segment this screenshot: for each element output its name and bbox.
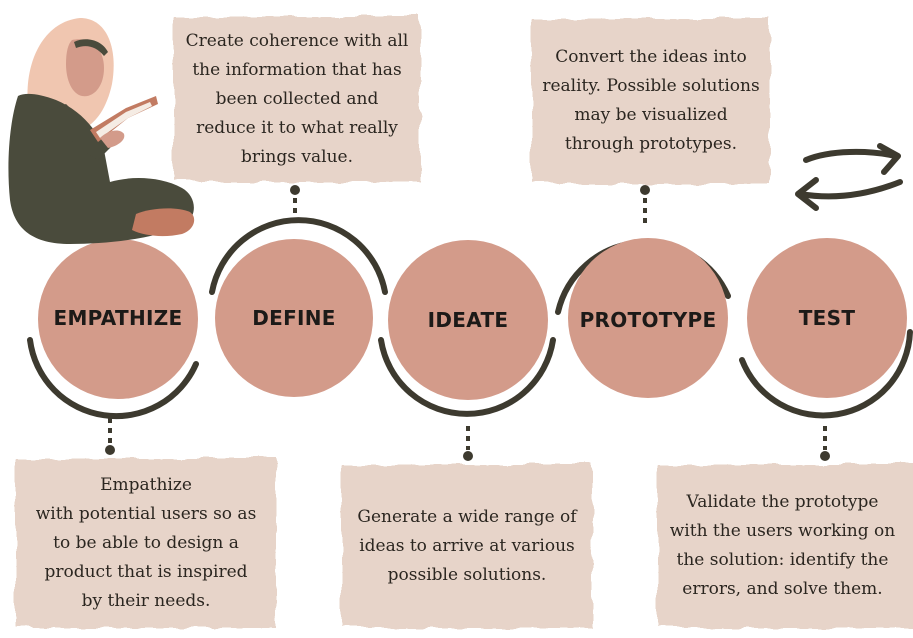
note-define: Create coherence with all the informatio… (168, 10, 426, 188)
circle-define (215, 239, 373, 397)
dress (8, 93, 194, 244)
label-empathize: EMPATHIZE (53, 306, 183, 330)
book-pages (96, 102, 152, 138)
circle-test (747, 238, 907, 398)
note-test: Validate the prototype with the users wo… (652, 458, 913, 634)
arrow-right-head (877, 143, 901, 175)
cycle-arrows-icon (795, 143, 903, 211)
label-test: TEST (798, 306, 856, 330)
arc-ideate (378, 337, 556, 417)
note-test-text: Validate the prototype with the users wo… (669, 492, 896, 599)
dotted-connectors (105, 185, 830, 461)
headband (74, 39, 108, 56)
arc-test (739, 329, 913, 419)
label-define: DEFINE (252, 306, 336, 330)
arrow-left-head (795, 177, 819, 211)
connector-prototype (640, 185, 650, 224)
note-empathize-text: Empathize with potential users so as to … (35, 474, 257, 611)
label-ideate: IDEATE (427, 308, 509, 332)
note-define-text: Create coherence with all the informatio… (185, 30, 409, 167)
circle-empathize (38, 239, 198, 399)
circle-prototype (568, 238, 728, 398)
note-prototype-text: Convert the ideas into reality. Possible… (542, 47, 760, 154)
arrow-right (803, 148, 899, 163)
connector-define (290, 185, 300, 224)
circle-ideate (388, 240, 548, 400)
arm (46, 104, 112, 160)
note-ideate-text: Generate a wide range of ideas to arrive… (357, 506, 577, 585)
hand (100, 130, 125, 148)
reader-illustration (8, 18, 195, 244)
arc-define (209, 217, 388, 295)
note-ideate: Generate a wide range of ideas to arrive… (336, 458, 598, 634)
connector-test (820, 426, 830, 461)
connector-ideate (463, 426, 473, 461)
note-empathize: Empathize with potential users so as to … (10, 452, 282, 634)
connector-empathize (105, 418, 115, 455)
note-prototype: Convert the ideas into reality. Possible… (526, 12, 776, 190)
stage-circles (38, 238, 907, 400)
label-prototype: PROTOTYPE (579, 308, 717, 332)
face (66, 39, 104, 97)
arc-empathize (27, 337, 199, 420)
arrow-left (797, 179, 903, 200)
feet (132, 208, 195, 237)
